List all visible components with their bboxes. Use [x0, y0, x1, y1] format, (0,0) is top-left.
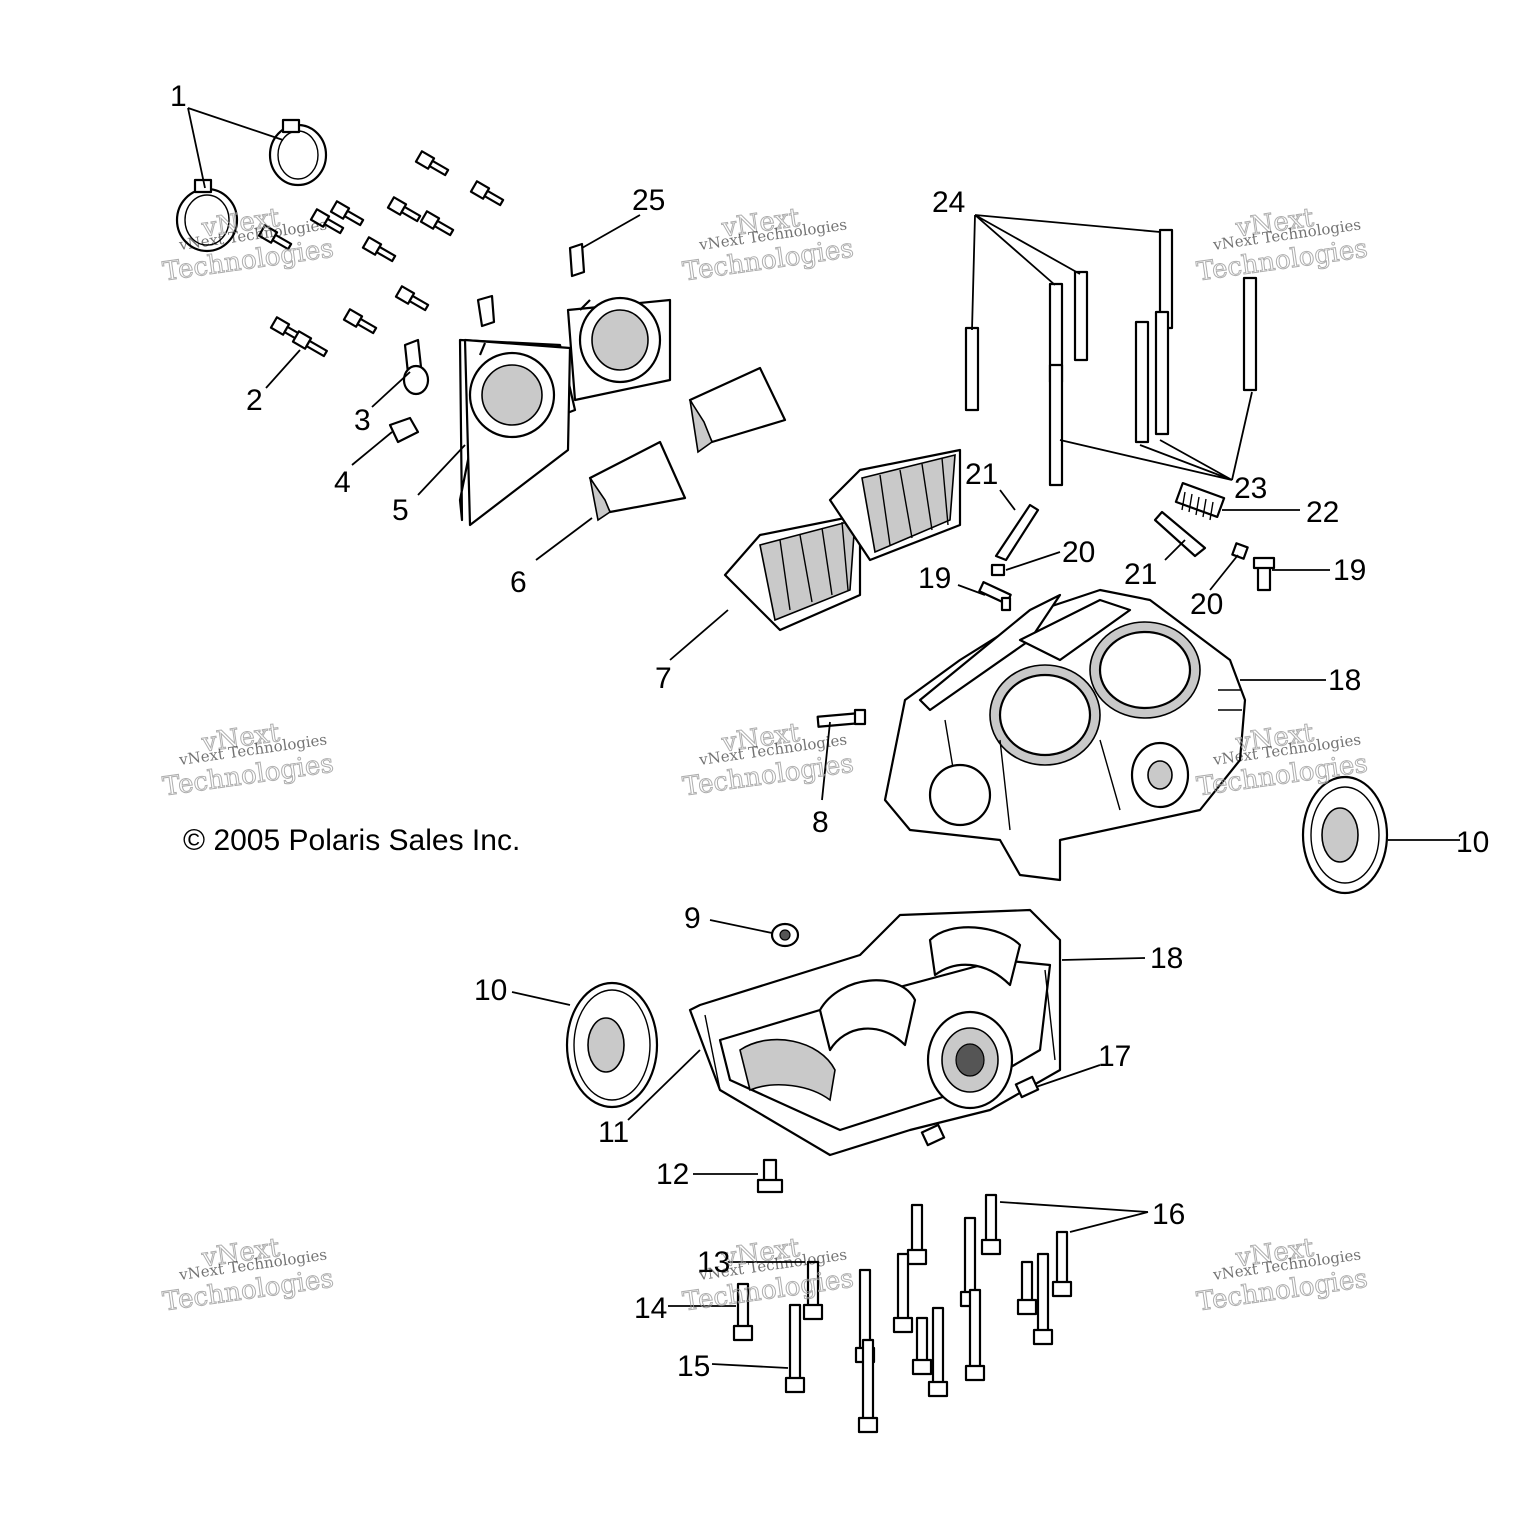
callout-13: 13: [697, 1246, 730, 1279]
callout-19-right: 19: [1333, 554, 1366, 587]
seal-10-upper: [1301, 775, 1389, 895]
callout-18-upper: 18: [1328, 664, 1361, 697]
reed-valve-7: [723, 448, 962, 632]
callout-20-right: 20: [1190, 588, 1223, 621]
bolts-group-2: [257, 150, 505, 358]
clip-4: [388, 416, 420, 444]
spring-22: [1174, 481, 1226, 521]
hose-clamp-1: [175, 118, 328, 253]
callout-9: 9: [684, 902, 701, 935]
watermark: vNext vNext Technologies Technologies: [160, 1232, 336, 1318]
callout-19-left: 19: [918, 562, 951, 595]
callout-21-upper: 21: [965, 458, 998, 491]
crankcase-upper-18: [883, 588, 1247, 882]
callout-14: 14: [634, 1292, 667, 1325]
bolt-12: [756, 1158, 784, 1194]
fitting-19-right: [1252, 556, 1276, 592]
callout-1: 1: [170, 80, 187, 113]
nut-9: [770, 922, 800, 948]
callout-20-left: 20: [1062, 536, 1095, 569]
intake-adapter-5: [458, 296, 672, 527]
copyright-notice: © 2005 Polaris Sales Inc.: [183, 824, 520, 857]
callout-23: 23: [1234, 472, 1267, 505]
watermark: vNext vNext Technologies Technologies: [160, 717, 336, 803]
callout-2: 2: [246, 384, 263, 417]
clip-3: [402, 338, 430, 396]
fitting-8: [816, 708, 867, 728]
callout-11: 11: [598, 1116, 629, 1149]
callout-16: 16: [1152, 1198, 1185, 1231]
callout-7: 7: [655, 662, 672, 695]
callout-10-left: 10: [474, 974, 507, 1007]
callout-22: 22: [1306, 496, 1339, 529]
callout-8: 8: [812, 806, 829, 839]
crankcase-lower-18: [688, 908, 1062, 1157]
part-drawings: [175, 118, 1389, 1434]
callout-labels: 1 2 3 4 5 6 7 8 9 10 10 11 12 13 14 15 1…: [170, 80, 1489, 1383]
fitting-19-left: [978, 581, 1012, 612]
callout-24: 24: [932, 186, 965, 219]
callout-15: 15: [677, 1350, 710, 1383]
reed-stuffer-6: [588, 366, 787, 522]
callout-21-lower: 21: [1124, 558, 1157, 591]
studs-23-24: [964, 228, 1258, 487]
plug-17: [920, 1075, 1040, 1147]
bolts-13-16: [732, 1193, 1073, 1434]
clip-25: [476, 242, 586, 328]
watermark: vNext vNext Technologies Technologies: [680, 202, 856, 288]
callout-25: 25: [632, 184, 665, 217]
callout-3: 3: [354, 404, 371, 437]
callout-10-right: 10: [1456, 826, 1489, 859]
callout-18-lower: 18: [1150, 942, 1183, 975]
leader-lines: [187, 107, 1460, 1369]
watermark: vNext vNext Technologies Technologies: [1194, 1232, 1370, 1318]
callout-12: 12: [656, 1158, 689, 1191]
callout-5: 5: [392, 494, 409, 527]
callout-4: 4: [334, 466, 351, 499]
seal-10-lower: [565, 981, 659, 1109]
callout-17: 17: [1098, 1040, 1131, 1073]
callout-6: 6: [510, 566, 527, 599]
watermark: vNext vNext Technologies Technologies: [1194, 202, 1370, 288]
clamp-20: [990, 542, 1249, 577]
